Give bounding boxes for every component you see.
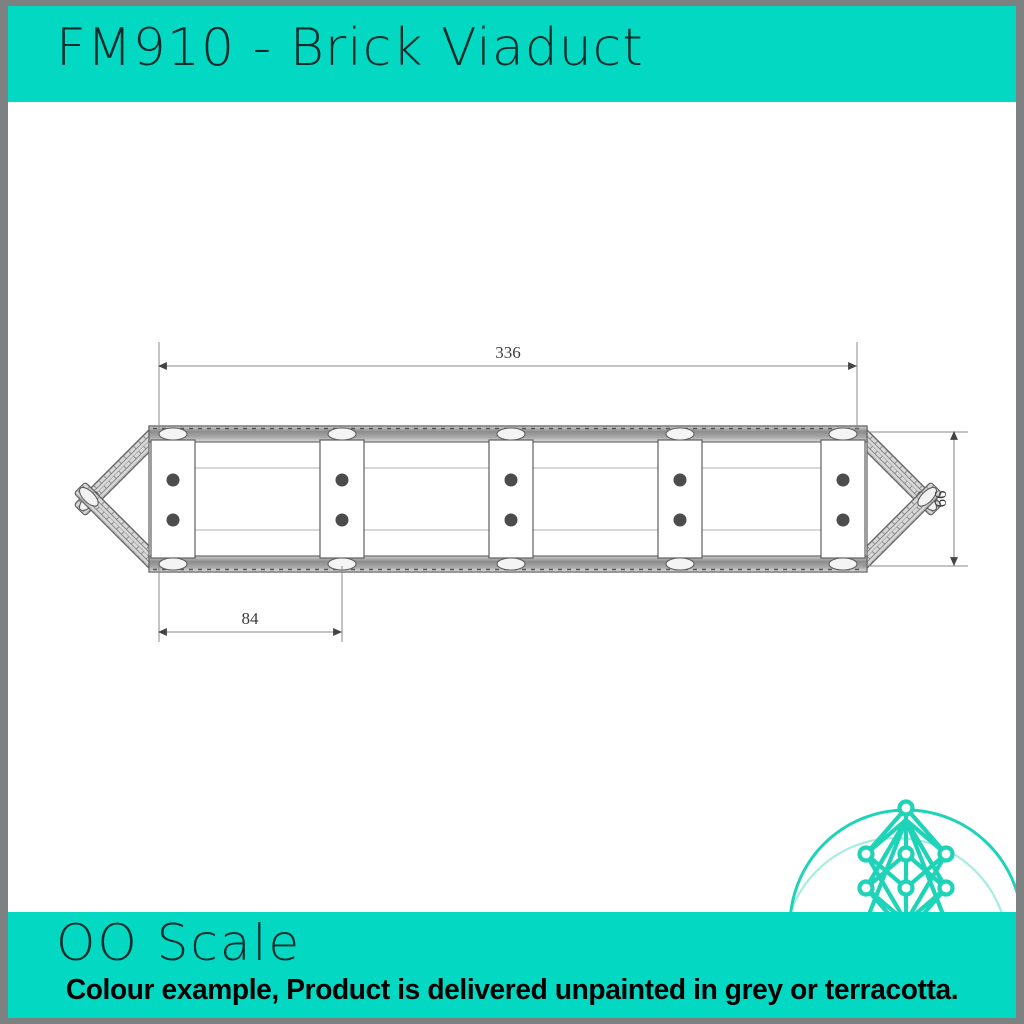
disclaimer-text: Colour example, Product is delivered unp… (65, 974, 959, 1006)
pier (488, 427, 534, 571)
scale-label: OO Scale (56, 914, 302, 972)
header-band: FM910 - Brick Viaduct (8, 6, 1016, 102)
pier (319, 427, 365, 571)
page-title: FM910 - Brick Viaduct (56, 18, 644, 78)
pier (150, 427, 196, 571)
dimension-overall-length: 336 (158, 342, 858, 432)
viaduct-technical-drawing: 336 84 66 (74, 342, 968, 642)
dimension-overall-height: 66 (863, 431, 968, 567)
drawing-canvas: 336 84 66 (8, 102, 1016, 912)
pier (657, 427, 703, 571)
pier-group (150, 427, 866, 571)
dimension-span-pitch: 84 (158, 566, 343, 642)
wing-wall-bottom-right (855, 482, 942, 569)
dimension-label-336: 336 (495, 343, 521, 362)
footer-band: OO Scale Colour example, Product is deli… (8, 912, 1016, 1018)
dimension-label-84: 84 (242, 609, 260, 628)
dimension-label-66: 66 (931, 491, 950, 508)
pier (820, 427, 866, 571)
